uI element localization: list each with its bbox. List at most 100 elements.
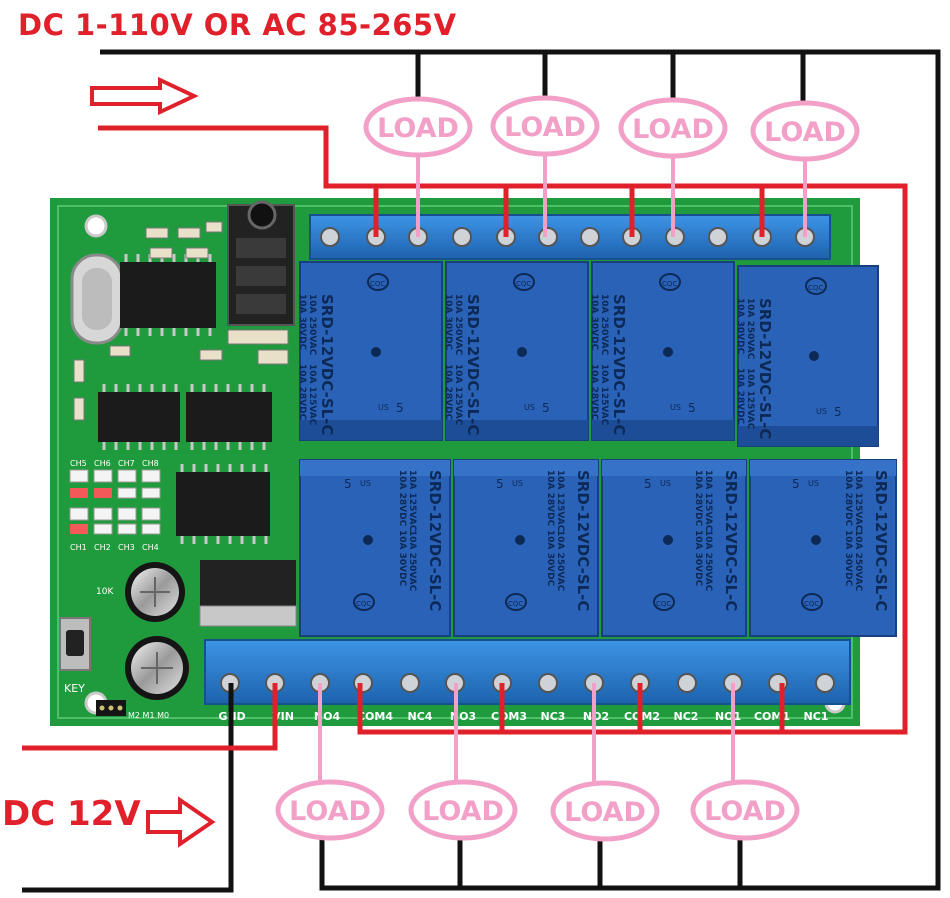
- terminal-label-vin: VIN: [272, 710, 294, 723]
- relay-4-rating-2: 10A 30VDC: [735, 298, 745, 355]
- relay-5-rating-1: 10A 250VAC: [407, 530, 417, 592]
- relay-2: SRD-12VDC-SL-C 10A 250VAC 10A 30VDC 10A …: [443, 261, 589, 441]
- key-button: [59, 617, 91, 671]
- relay-7-rating-2: 10A 30VDC: [693, 530, 703, 587]
- relay-7-grade: 5: [644, 477, 652, 491]
- relay-1-rating-3: 10A 125VAC: [307, 364, 317, 426]
- relay-3-rating-3: 10A 125VAC: [599, 364, 609, 426]
- relay-1-cert: CQC: [370, 280, 385, 288]
- led-label-ch8: CH8: [142, 459, 159, 468]
- relay-3-rating-4: 10A 28VDC: [589, 364, 599, 421]
- terminal-label-no1: NO1: [715, 710, 741, 723]
- relay-4-model: SRD-12VDC-SL-C: [756, 298, 774, 439]
- terminal-label-com4: COM4: [357, 710, 393, 723]
- terminal-label-com1: COM1: [754, 710, 790, 723]
- relay-3-ul: US: [670, 403, 681, 412]
- relay-4: SRD-12VDC-SL-C 10A 250VAC 10A 30VDC 10A …: [735, 265, 879, 447]
- black-wires: [22, 49, 941, 893]
- relay-2-rating-2: 10A 30VDC: [443, 294, 453, 351]
- relay-4-rating-4: 10A 28VDC: [735, 368, 745, 425]
- load-8-label: LOAD: [704, 796, 786, 827]
- relay-7-ul: US: [660, 479, 671, 488]
- channel-leds: [69, 469, 161, 535]
- load-3-label: LOAD: [632, 114, 714, 145]
- load-6-label: LOAD: [422, 796, 504, 827]
- relay-8-rating-4: 10A 28VDC: [843, 470, 853, 527]
- terminal-label-nc4: NC4: [408, 710, 433, 723]
- load-4-label: LOAD: [764, 117, 846, 148]
- relay-1-rating-2: 10A 30VDC: [297, 294, 307, 351]
- terminal-block-top: [309, 214, 831, 260]
- relay-6-rating-2: 10A 30VDC: [545, 530, 555, 587]
- relay-1-rating-4: 10A 28VDC: [297, 364, 307, 421]
- relay-2-rating-1: 10A 250VAC: [453, 294, 463, 356]
- led-label-ch6: CH6: [94, 459, 111, 468]
- led-label-ch2: CH2: [94, 543, 111, 552]
- load-1-label: LOAD: [377, 113, 459, 144]
- resistor-label: 10K: [96, 587, 114, 597]
- terminal-block-bottom: [204, 639, 851, 705]
- relay-2-rating-3: 10A 125VAC: [453, 364, 463, 426]
- relay-7-rating-3: 10A 125VAC: [703, 470, 713, 532]
- relay-3-grade: 5: [688, 401, 696, 415]
- relay-3-cert: CQC: [662, 280, 677, 288]
- relay-8-rating-1: 10A 250VAC: [853, 530, 863, 592]
- relay-2-ul: US: [524, 403, 535, 412]
- load-7-label: LOAD: [564, 797, 646, 828]
- led-label-ch1: CH1: [70, 543, 87, 552]
- relay-2-model: SRD-12VDC-SL-C: [464, 294, 482, 435]
- relay-5-model: SRD-12VDC-SL-C: [426, 470, 444, 611]
- relay-2-rating-4: 10A 28VDC: [443, 364, 453, 421]
- relay-1-model: SRD-12VDC-SL-C: [318, 294, 336, 435]
- arrow-right-icon: [146, 796, 216, 848]
- relay-8-model: SRD-12VDC-SL-C: [872, 470, 890, 611]
- relay-6-cert: CQC: [508, 600, 523, 608]
- power-input-label: DC 12V: [2, 794, 141, 834]
- supply-voltage-label: DC 1-110V OR AC 85-265V: [18, 8, 457, 42]
- relay-6-rating-3: 10A 125VAC: [555, 470, 565, 532]
- relay-7-cert: CQC: [656, 600, 671, 608]
- ic-chip: [120, 254, 216, 336]
- ic-chip: [186, 384, 272, 450]
- relay-4-ul: US: [816, 407, 827, 416]
- relay-1-ul: US: [378, 403, 389, 412]
- relay-7-model: SRD-12VDC-SL-C: [722, 470, 740, 611]
- capacitor: [125, 562, 185, 622]
- terminal-label-com3: COM3: [491, 710, 527, 723]
- relay-7: SRD-12VDC-SL-C 10A 250VAC 10A 30VDC 10A …: [601, 459, 747, 637]
- led-label-ch3: CH3: [118, 543, 135, 552]
- led-label-ch7: CH7: [118, 459, 135, 468]
- ic-chip: [176, 464, 270, 544]
- load-7: [550, 780, 660, 842]
- relay-7-rating-4: 10A 28VDC: [693, 470, 703, 527]
- relay-8-rating-3: 10A 125VAC: [853, 470, 863, 532]
- relay-6-grade: 5: [496, 477, 504, 491]
- relay-3-model: SRD-12VDC-SL-C: [610, 294, 628, 435]
- relay-5-grade: 5: [344, 477, 352, 491]
- load-4: [750, 100, 860, 162]
- capacitor: [125, 636, 189, 700]
- load-5: [275, 779, 385, 841]
- relay-6: SRD-12VDC-SL-C 10A 250VAC 10A 30VDC 10A …: [453, 459, 599, 637]
- relay-5-ul: US: [360, 479, 371, 488]
- terminal-label-no3: NO3: [450, 710, 476, 723]
- relay-3-rating-2: 10A 30VDC: [589, 294, 599, 351]
- relay-6-ul: US: [512, 479, 523, 488]
- relay-1-grade: 5: [396, 401, 404, 415]
- load-1: [363, 96, 473, 158]
- relay-5-rating-3: 10A 125VAC: [407, 470, 417, 532]
- relay-8: SRD-12VDC-SL-C 10A 250VAC 10A 30VDC 10A …: [749, 459, 897, 637]
- relay-2-cert: CQC: [516, 280, 531, 288]
- red-wires: [22, 125, 908, 751]
- relay-1-rating-1: 10A 250VAC: [307, 294, 317, 356]
- load-wires: [318, 150, 807, 790]
- relay-2-grade: 5: [542, 401, 550, 415]
- key-label: KEY: [64, 682, 85, 695]
- load-8: [690, 779, 800, 841]
- relay-5-cert: CQC: [356, 600, 371, 608]
- relay-1: SRD-12VDC-SL-C 10A 250VAC 10A 30VDC 10A …: [297, 261, 443, 441]
- relay-8-rating-2: 10A 30VDC: [843, 530, 853, 587]
- voltage-regulator: [199, 560, 297, 627]
- relay-4-cert: CQC: [808, 284, 823, 292]
